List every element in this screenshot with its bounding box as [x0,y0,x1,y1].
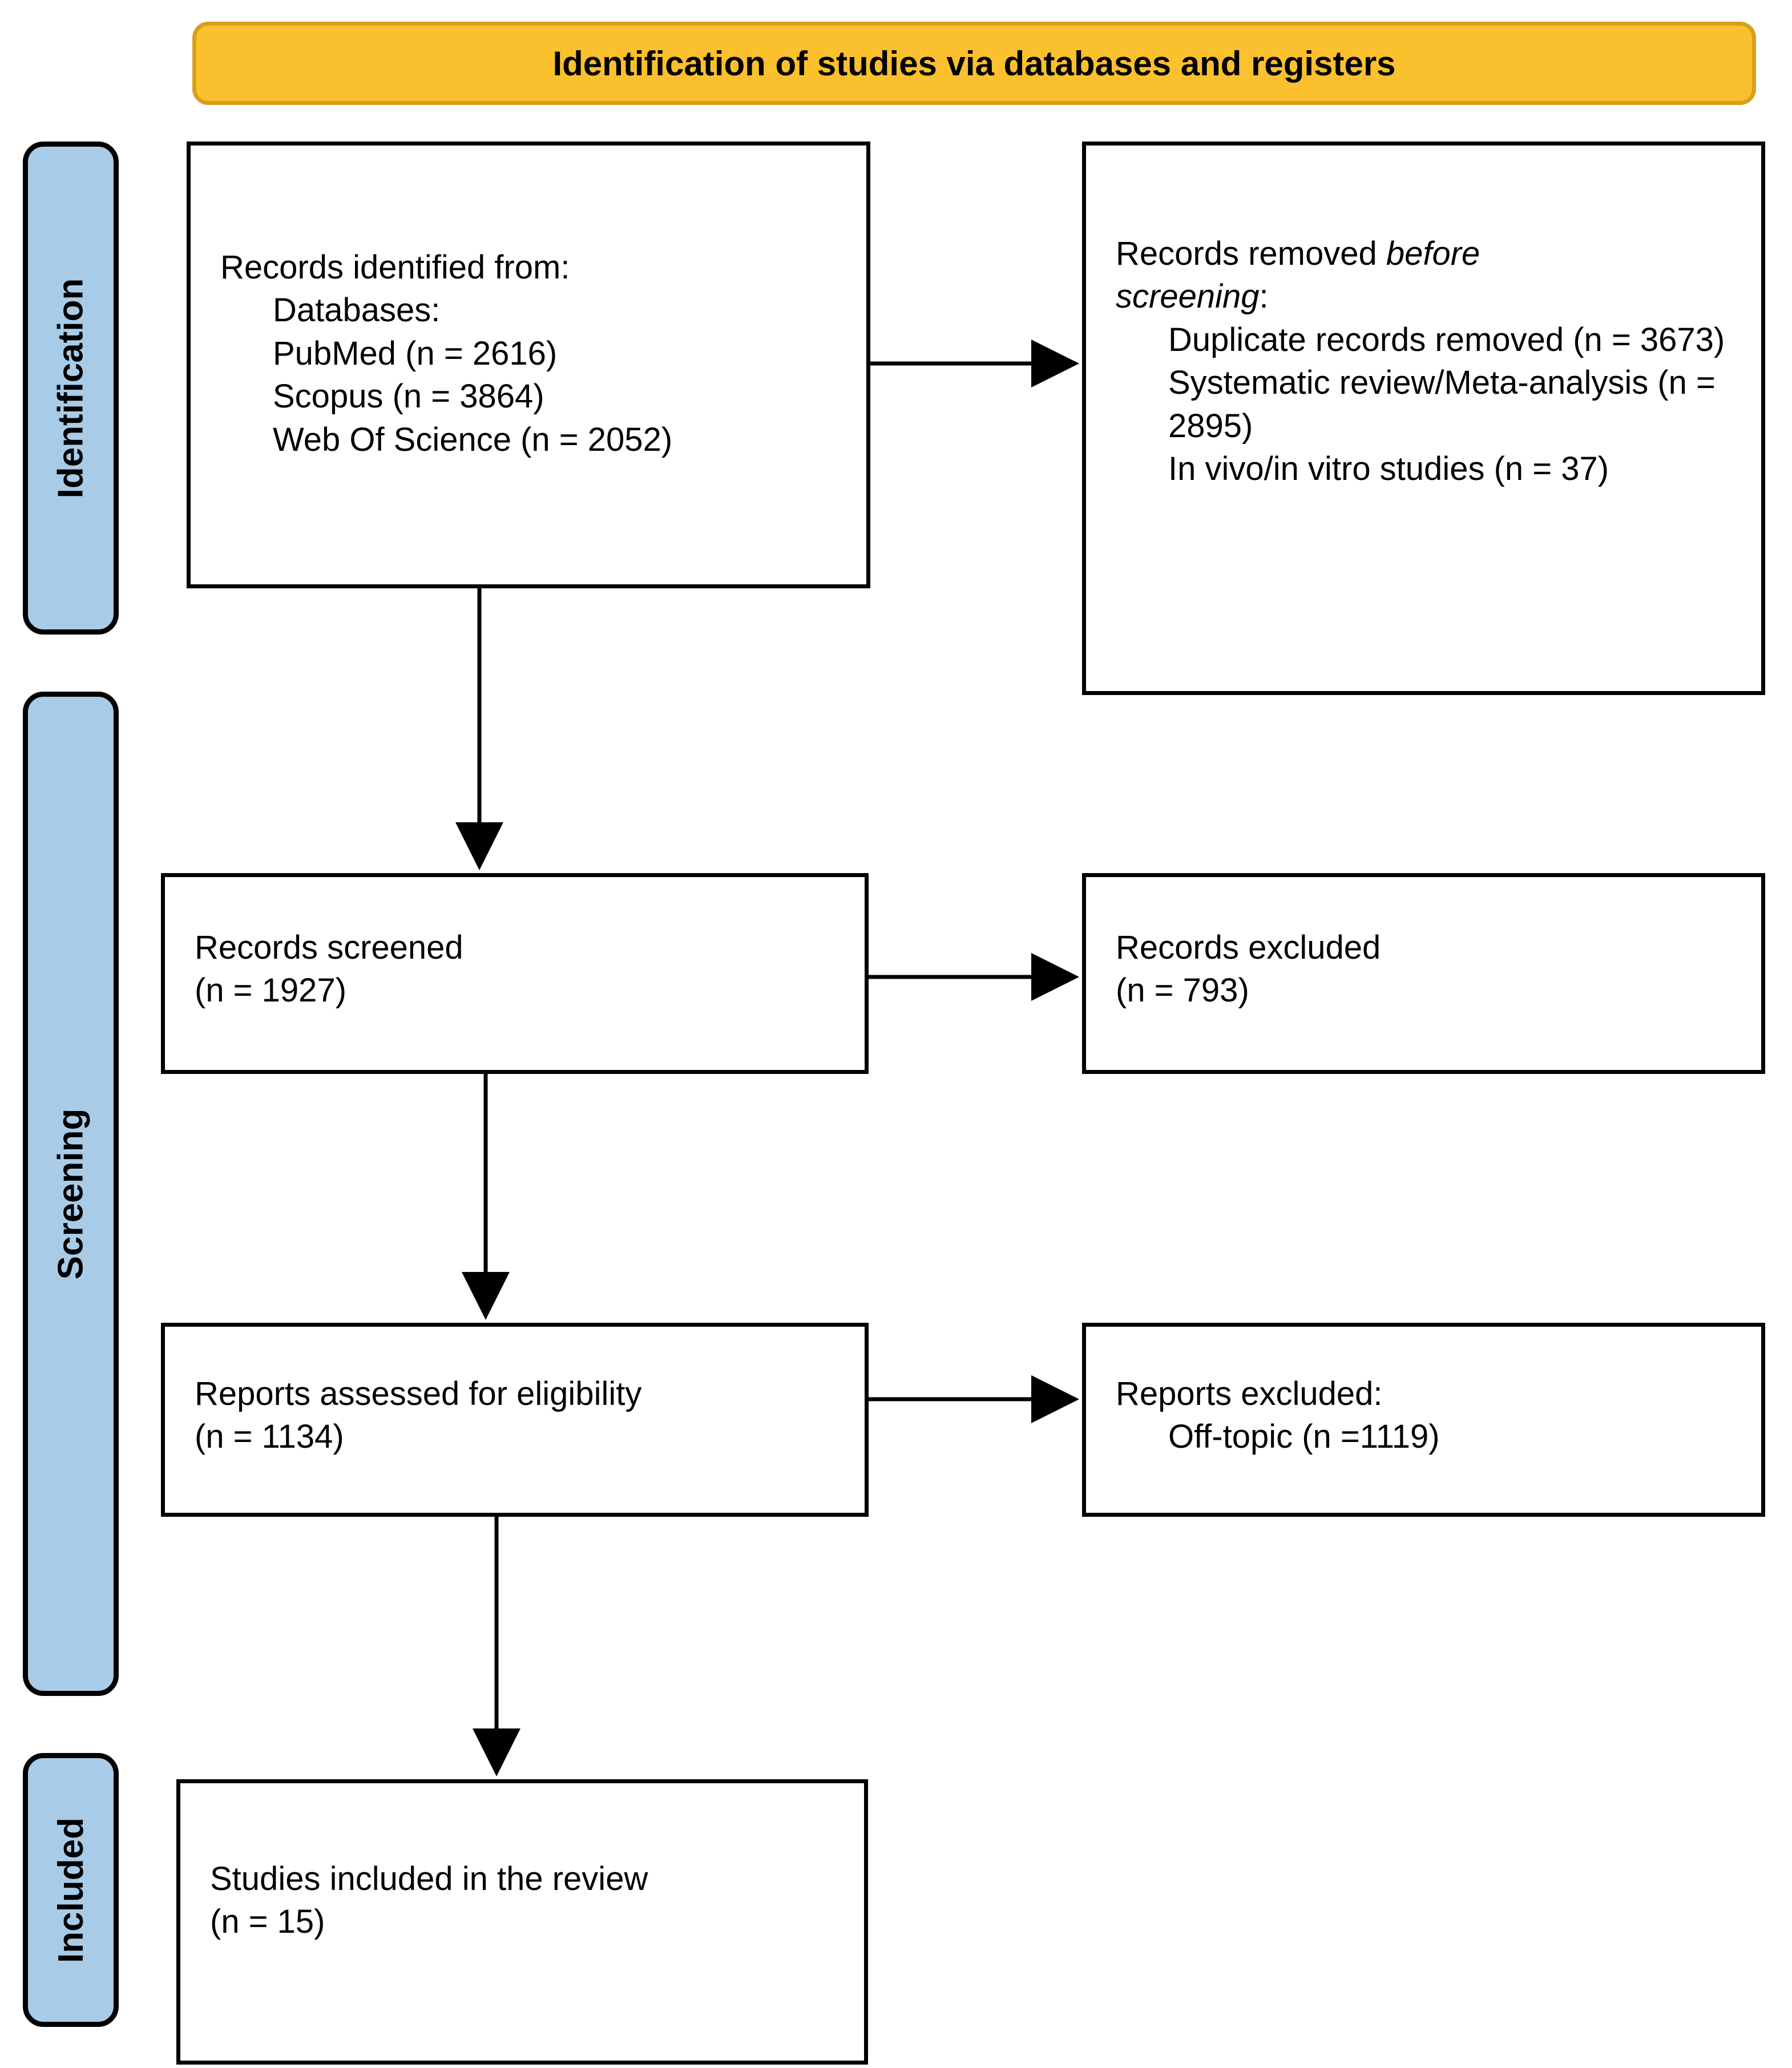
box-records-removed: Records removed before screening: Duplicat… [1082,142,1765,695]
records-removed-line3: Duplicate records removed (n = 3673) [1168,321,1725,358]
included-line1: Studies included in the review [210,1860,648,1897]
box-records-excluded-text: Records excluded (n = 793) [1116,926,1745,1012]
records-excluded-line2: (n = 793) [1116,972,1249,1009]
stage-band-screening: Screening [23,692,119,1696]
records-identified-line2: Databases: [273,292,441,329]
records-removed-emph-before: before [1386,235,1480,272]
box-records-identified: Records identified from: Databases: PubMed… [187,142,870,588]
records-removed-line1a: Records removed [1116,235,1386,272]
records-removed-line4: Systematic review/Meta-analysis (n = 289… [1168,364,1725,445]
records-identified-line1: Records identified from: [220,249,570,286]
records-identified-line4: Scopus (n = 3864) [273,378,544,415]
records-identified-line5: Web Of Science (n = 2052) [273,421,673,458]
box-records-removed-text: Records removed before screening: Duplicat… [1116,232,1745,490]
included-line2: (n = 15) [210,1903,325,1941]
eligibility-line1: Reports assessed for eligibility [195,1375,642,1412]
box-reports-excluded: Reports excluded: Off-topic (n =1119) [1082,1323,1765,1517]
records-removed-emph-screening: screening [1116,278,1260,316]
records-removed-line5: In vivo/in vitro studies (n = 37) [1168,450,1609,487]
records-excluded-line1: Records excluded [1116,929,1381,966]
box-reports-excluded-text: Reports excluded: Off-topic (n =1119) [1116,1372,1745,1459]
box-records-screened-text: Records screened (n = 1927) [195,926,849,1012]
box-records-screened: Records screened (n = 1927) [161,873,869,1074]
stage-label-identification: Identification [51,278,91,498]
records-screened-line2: (n = 1927) [195,972,347,1009]
box-records-excluded: Records excluded (n = 793) [1082,873,1765,1074]
stage-band-identification: Identification [23,142,119,635]
box-records-identified-text: Records identified from: Databases: PubMed… [220,246,850,461]
reports-excluded-line1: Reports excluded: [1116,1375,1383,1412]
diagram-title-banner: Identification of studies via databases … [192,22,1756,105]
stage-label-included: Included [51,1817,91,1963]
box-reports-assessed-text: Reports assessed for eligibility (n = 113… [195,1372,849,1459]
records-screened-line1: Records screened [195,929,463,966]
stage-label-screening: Screening [51,1108,91,1279]
records-identified-line3: PubMed (n = 2616) [273,334,558,372]
box-reports-assessed-eligibility: Reports assessed for eligibility (n = 113… [161,1323,869,1517]
eligibility-line2: (n = 1134) [195,1418,344,1456]
box-studies-included-text: Studies included in the review (n = 15) [210,1857,848,1944]
stage-band-included: Included [23,1753,119,2027]
reports-excluded-line2: Off-topic (n =1119) [1168,1418,1440,1456]
box-studies-included: Studies included in the review (n = 15) [176,1779,868,2065]
page-title: Identification of studies via databases … [552,44,1396,83]
records-removed-colon: : [1259,278,1269,316]
